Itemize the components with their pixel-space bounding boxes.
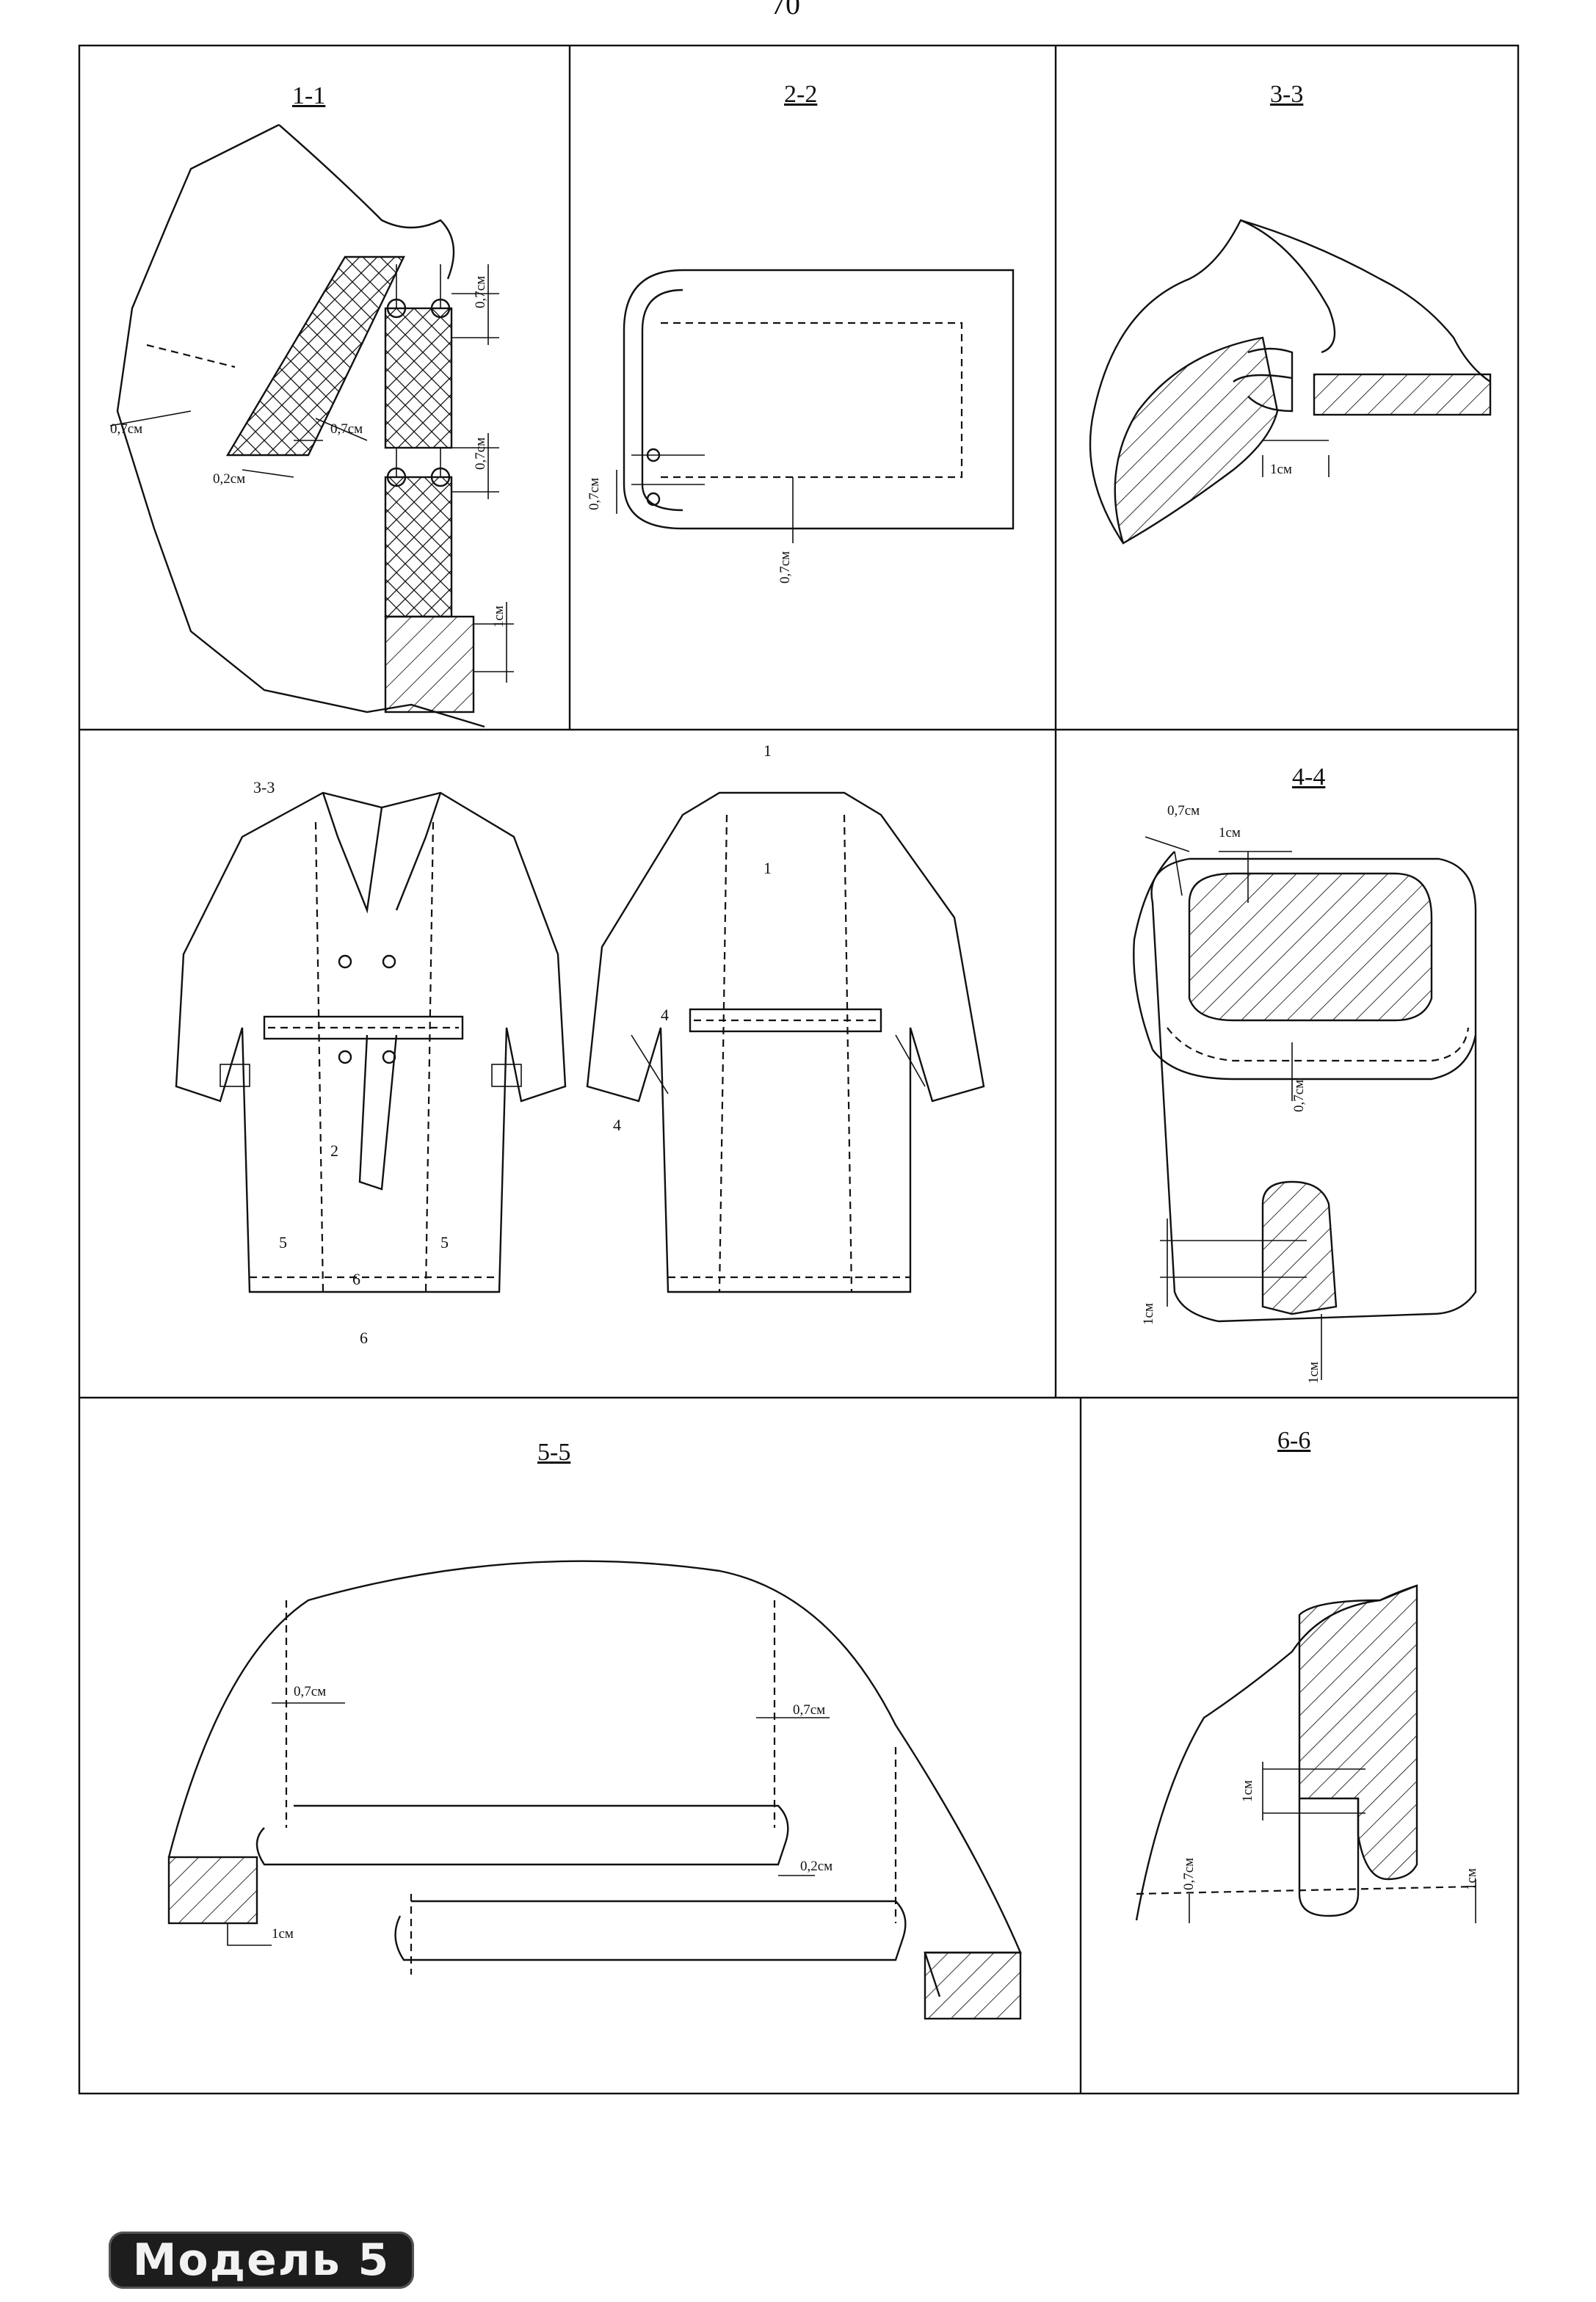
- page-number: 70: [771, 0, 800, 21]
- section-3-3: 1см: [1089, 219, 1492, 545]
- section-title-3-3: 3-3: [1270, 81, 1304, 108]
- dim-label: 1см: [1141, 1303, 1156, 1325]
- section-title-5-5: 5-5: [537, 1439, 571, 1466]
- grid-frame: [78, 44, 1520, 2095]
- section-1-1: 0,7см 0,7см 0,7см 0,2см 1см 0,7см: [109, 123, 514, 728]
- section-title-1-1: 1-1: [292, 82, 326, 109]
- dim-label: 0,7см: [473, 276, 488, 308]
- dim-label: 1см: [1306, 1362, 1321, 1384]
- model-badge: Модель 5: [109, 2232, 414, 2289]
- dim-label: 1см: [491, 606, 507, 628]
- dim-label: 1см: [1219, 825, 1241, 840]
- section-title-4-4: 4-4: [1292, 763, 1326, 791]
- dim-label: 1см: [1240, 1780, 1255, 1802]
- section-2-2: 0,7см 0,7см: [587, 269, 1015, 584]
- dim-label: 0,7см: [1181, 1858, 1197, 1890]
- section-5-5: 0,7см 0,7см 0,2см 1см: [167, 1560, 1022, 2020]
- dim-label: 0,7см: [793, 1702, 825, 1718]
- dim-label: 0,7см: [294, 1684, 326, 1699]
- dim-label: 0,7см: [330, 421, 363, 437]
- coat-front-view: 3-3 2 5 5 6 6: [175, 778, 567, 1347]
- section-mark: 1: [763, 741, 772, 760]
- dim-label: 0,7см: [587, 478, 602, 510]
- dim-label: 0,7см: [1291, 1080, 1307, 1112]
- section-mark: 5: [279, 1233, 287, 1252]
- dim-label: 1см: [1270, 462, 1292, 477]
- dim-label: 0,7см: [777, 551, 793, 584]
- section-title-6-6: 6-6: [1277, 1427, 1311, 1454]
- model-badge-label: Модель 5: [132, 2234, 391, 2286]
- section-mark: 6: [360, 1329, 368, 1347]
- coat-back-view: 1 1 4 4: [586, 741, 985, 1293]
- section-mark: 4: [661, 1006, 669, 1024]
- section-mark: 6: [352, 1270, 360, 1288]
- section-6-6: 1см 0,7см 1см: [1135, 1584, 1479, 1923]
- section-mark: 4: [613, 1116, 621, 1134]
- dim-label: 0,2см: [213, 471, 245, 487]
- section-title-2-2: 2-2: [784, 81, 818, 108]
- dim-label: 0,7см: [1167, 803, 1200, 818]
- dim-label: 1см: [272, 1926, 294, 1942]
- section-4-4: 0,7см 1см 0,7см 1см 1см: [1133, 803, 1477, 1384]
- dim-label: 0,7см: [110, 421, 142, 437]
- dim-label: 0,7см: [473, 437, 488, 470]
- dim-label: 1см: [1464, 1868, 1479, 1890]
- section-mark: 3-3: [253, 778, 275, 796]
- section-mark: 5: [440, 1233, 449, 1252]
- section-mark: 1: [763, 859, 772, 877]
- section-mark: 2: [330, 1141, 338, 1160]
- dim-label: 0,2см: [800, 1859, 833, 1874]
